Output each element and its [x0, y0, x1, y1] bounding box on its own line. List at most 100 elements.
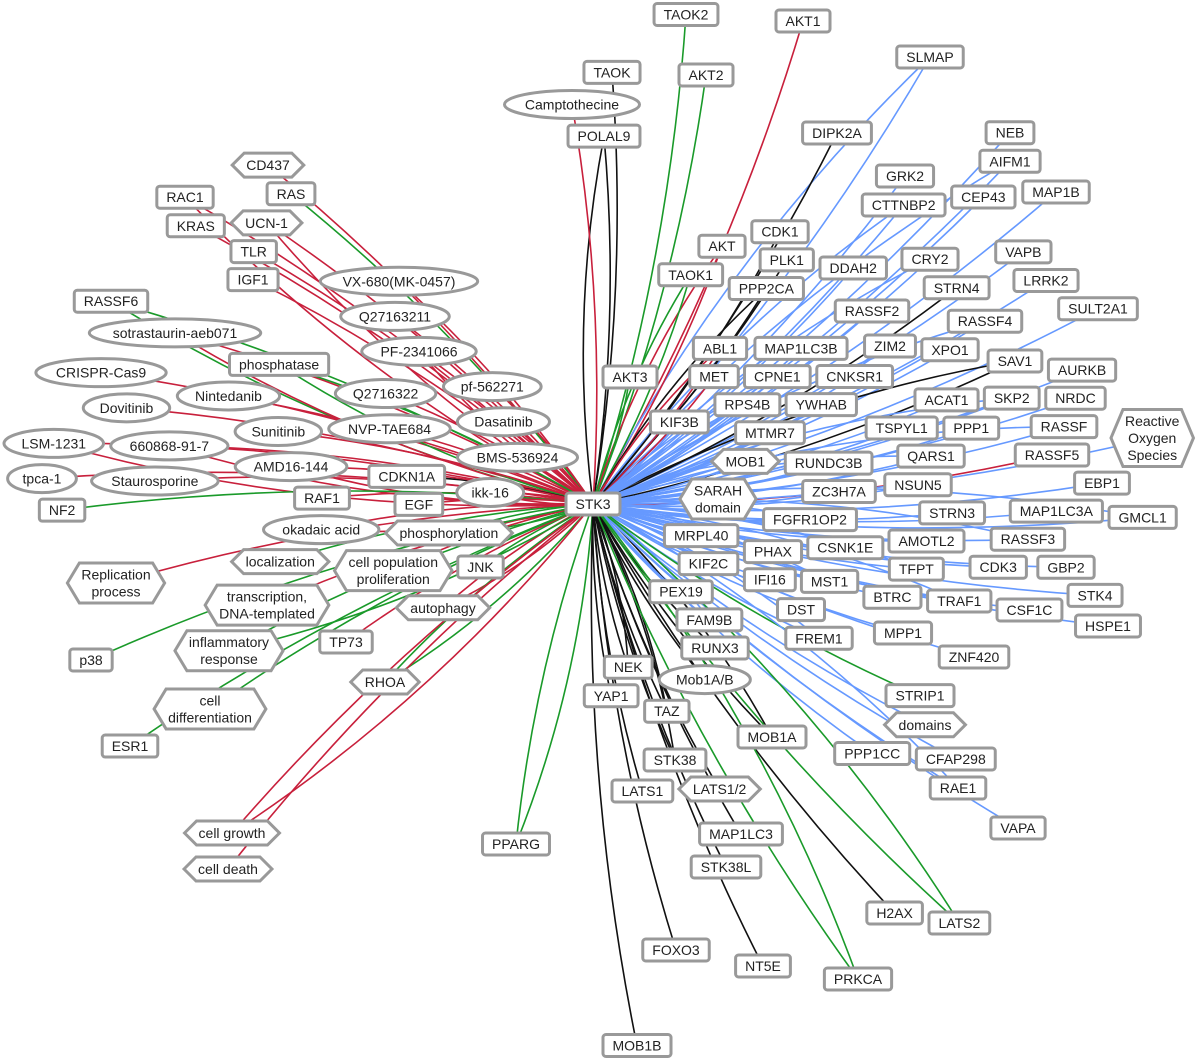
node-prkca[interactable]: PRKCA [822, 966, 894, 992]
node-dipk2a[interactable]: DIPK2A [801, 120, 873, 146]
node-domains[interactable]: domains [882, 711, 968, 739]
node-met[interactable]: MET [688, 364, 740, 390]
node-stk38l[interactable]: STK38L [689, 854, 763, 880]
node-xpo1[interactable]: XPO1 [920, 337, 980, 363]
node-p38[interactable]: p38 [68, 647, 114, 673]
node-mob1[interactable]: MOB1 [709, 447, 782, 475]
node-bms-536924[interactable]: BMS-536924 [455, 441, 580, 473]
node-cpne1[interactable]: CPNE1 [742, 364, 812, 390]
node-pparg[interactable]: PPARG [481, 831, 551, 857]
node-ras[interactable]: RAS [265, 181, 317, 207]
node-map1b[interactable]: MAP1B [1021, 179, 1091, 205]
node-yap1[interactable]: YAP1 [582, 683, 640, 709]
node-nintedanib[interactable]: Nintedanib [175, 380, 282, 412]
node-map1lc3a[interactable]: MAP1LC3A [1008, 498, 1104, 524]
node-jnk[interactable]: JNK [456, 554, 505, 580]
node-mrpl40[interactable]: MRPL40 [662, 523, 740, 549]
node-cell-death[interactable]: cell death [181, 855, 275, 883]
node-taok2[interactable]: TAOK2 [652, 2, 720, 27]
node-grk2[interactable]: GRK2 [874, 163, 936, 189]
node-tp73[interactable]: TP73 [318, 629, 374, 655]
node-slmap[interactable]: SLMAP [895, 44, 965, 70]
node-aifm1[interactable]: AIFM1 [978, 148, 1042, 174]
node-zim2[interactable]: ZIM2 [863, 333, 917, 359]
node-ucn-1[interactable]: UCN-1 [229, 209, 305, 237]
node-q2716322[interactable]: Q2716322 [333, 377, 438, 409]
node-phax[interactable]: PHAX [742, 539, 804, 565]
node-taok1[interactable]: TAOK1 [657, 262, 725, 288]
node-strn3[interactable]: STRN3 [918, 500, 987, 526]
node-akt3[interactable]: AKT3 [601, 364, 659, 390]
node-aurkb[interactable]: AURKB [1046, 357, 1118, 383]
node-cdkn1a[interactable]: CDKN1A [367, 463, 447, 489]
node-cry2[interactable]: CRY2 [900, 246, 960, 272]
node-ppp1cc[interactable]: PPP1CC [833, 741, 912, 767]
node-mst1[interactable]: MST1 [799, 568, 860, 594]
node-lats1[interactable]: LATS1 [610, 778, 675, 804]
node-rhoa[interactable]: RHOA [348, 668, 422, 696]
node-rassf6[interactable]: RASSF6 [72, 288, 150, 314]
node-autophagy[interactable]: autophagy [394, 594, 492, 622]
node-znf420[interactable]: ZNF420 [937, 644, 1011, 670]
node-ywhab[interactable]: YWHAB [784, 392, 858, 418]
node-pf-562271[interactable]: pf-562271 [441, 371, 543, 403]
node-rps4b[interactable]: RPS4B [713, 392, 782, 418]
node-nsun5[interactable]: NSUN5 [883, 472, 953, 498]
node-sunitinib[interactable]: Sunitinib [233, 416, 324, 448]
node-rassf3[interactable]: RASSF3 [989, 526, 1067, 552]
node-skp2[interactable]: SKP2 [982, 385, 1041, 411]
node-akt1[interactable]: AKT1 [774, 8, 832, 34]
node-sult2a1[interactable]: SULT2A1 [1057, 296, 1139, 322]
node-dst[interactable]: DST [776, 597, 826, 623]
node-okadaic-acid[interactable]: okadaic acid [262, 514, 381, 546]
node-pf-2341066[interactable]: PF-2341066 [360, 335, 478, 367]
node-vapb[interactable]: VAPB [994, 239, 1053, 265]
node-fgfr1op2[interactable]: FGFR1OP2 [762, 507, 858, 533]
node-igf1[interactable]: IGF1 [226, 267, 280, 293]
node-tspyl1[interactable]: TSPYL1 [864, 415, 939, 441]
node-nrdc[interactable]: NRDC [1044, 385, 1107, 411]
node-cdk3[interactable]: CDK3 [968, 554, 1028, 580]
node-gbp2[interactable]: GBP2 [1036, 554, 1096, 580]
node-map1lc3[interactable]: MAP1LC3 [698, 821, 784, 847]
node-cttnbp2[interactable]: CTTNBP2 [860, 192, 947, 218]
node-h2ax[interactable]: H2AX [865, 900, 924, 926]
node-strip1[interactable]: STRIP1 [884, 683, 956, 709]
node-vx-680-mk-0457[interactable]: VX-680(MK-0457) [318, 265, 480, 297]
node-nvp-tae684[interactable]: NVP-TAE684 [327, 413, 452, 445]
node-cep43[interactable]: CEP43 [950, 184, 1017, 210]
node-runx3[interactable]: RUNX3 [680, 635, 750, 661]
node-lats2[interactable]: LATS2 [927, 910, 992, 936]
node-map1lc3b[interactable]: MAP1LC3B [753, 335, 849, 361]
node-mtmr7[interactable]: MTMR7 [734, 420, 806, 446]
node-tpca-1[interactable]: tpca-1 [6, 463, 78, 495]
node-sav1[interactable]: SAV1 [986, 348, 1044, 374]
node-lrrk2[interactable]: LRRK2 [1012, 267, 1080, 293]
node-csnk1e[interactable]: CSNK1E [806, 535, 885, 561]
node-mob1a-b[interactable]: Mob1A/B [657, 664, 752, 696]
node-rassf4[interactable]: RASSF4 [946, 308, 1024, 334]
node-rundc3b[interactable]: RUNDC3B [783, 450, 874, 476]
node-ddah2[interactable]: DDAH2 [818, 255, 888, 281]
node-foxo3[interactable]: FOXO3 [641, 937, 711, 963]
node-rac1[interactable]: RAC1 [155, 184, 215, 210]
node-transcription-dna-templated[interactable]: transcription,DNA-templated [203, 583, 331, 627]
node-fam9b[interactable]: FAM9B [675, 607, 744, 633]
node-cnksr1[interactable]: CNKSR1 [815, 363, 895, 389]
node-camptothecine[interactable]: Camptothecine [502, 88, 642, 120]
node-staurosporine[interactable]: Staurosporine [90, 465, 220, 497]
node-esr1[interactable]: ESR1 [100, 733, 160, 759]
node-cd437[interactable]: CD437 [230, 151, 306, 179]
node-rae1[interactable]: RAE1 [928, 775, 988, 801]
node-qars1[interactable]: QARS1 [896, 443, 966, 469]
node-taz[interactable]: TAZ [643, 698, 691, 724]
node-rassf5[interactable]: RASSF5 [1013, 442, 1091, 468]
node-traf1[interactable]: TRAF1 [926, 588, 993, 614]
node-zc3h7a[interactable]: ZC3H7A [801, 478, 877, 504]
node-taok[interactable]: TAOK [582, 59, 642, 85]
node-acat1[interactable]: ACAT1 [913, 387, 980, 413]
node-neb[interactable]: NEB [984, 120, 1036, 146]
node-phosphorylation[interactable]: phosphorylation [383, 519, 515, 547]
